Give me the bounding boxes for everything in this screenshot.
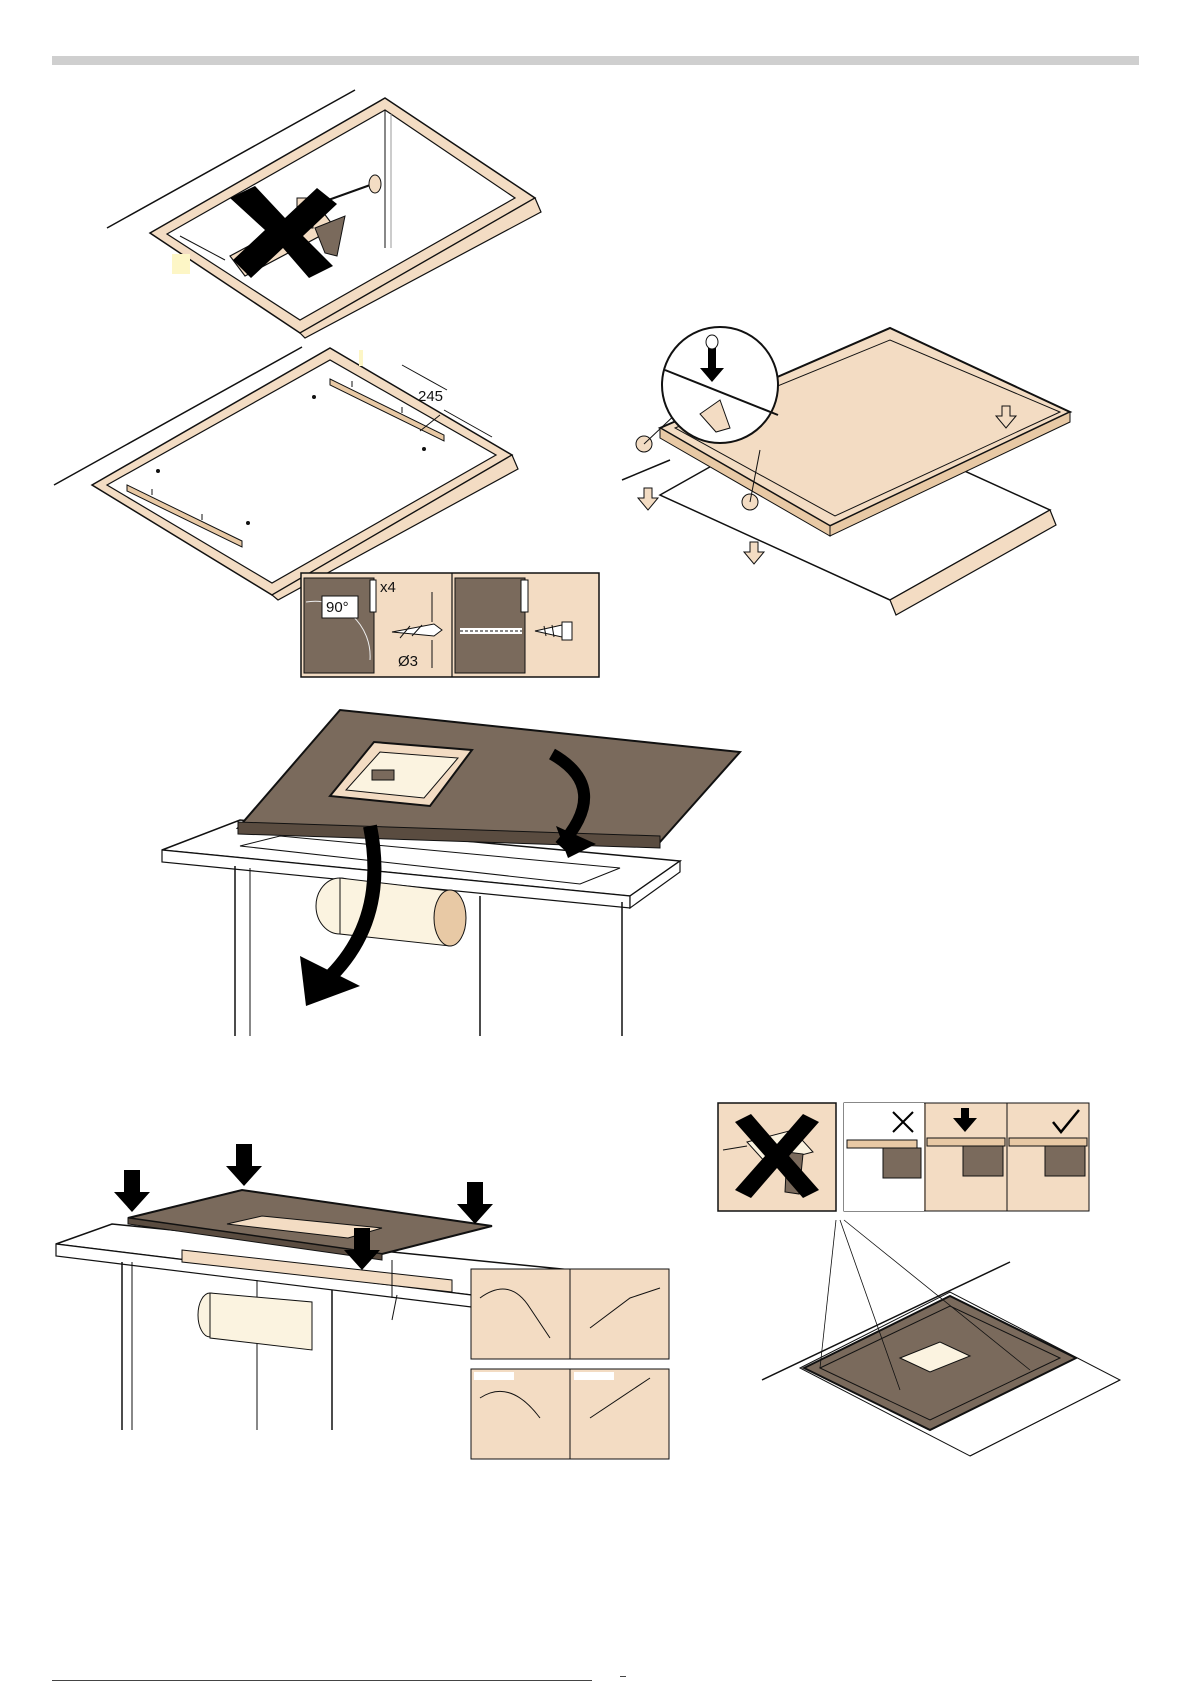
- down-arrow-icon: [300, 956, 360, 1006]
- figure-drill-detail: 90° x4 Ø3: [300, 572, 600, 678]
- figure-insert-tilt: [160, 706, 680, 1036]
- figure-no-drill: [717, 1102, 837, 1212]
- footer-rule: [52, 1680, 592, 1681]
- figure-lower-cooktop: [620, 320, 1080, 630]
- header-rule: [52, 56, 1139, 65]
- diameter-label: Ø3: [398, 653, 418, 670]
- figure-fixing-steps: [843, 1102, 1090, 1212]
- fan-unit: [198, 1293, 312, 1350]
- figure-clip-details: [470, 1268, 670, 1460]
- angle-label: 90°: [326, 599, 349, 616]
- figure-mount-brackets: 245: [52, 345, 522, 600]
- footer-dash: [620, 1676, 626, 1677]
- figure-no-sealant: [105, 88, 545, 338]
- dimension-label: 245: [418, 388, 443, 405]
- figure-installed-overview: [760, 1240, 1120, 1460]
- quantity-label: x4: [380, 579, 396, 596]
